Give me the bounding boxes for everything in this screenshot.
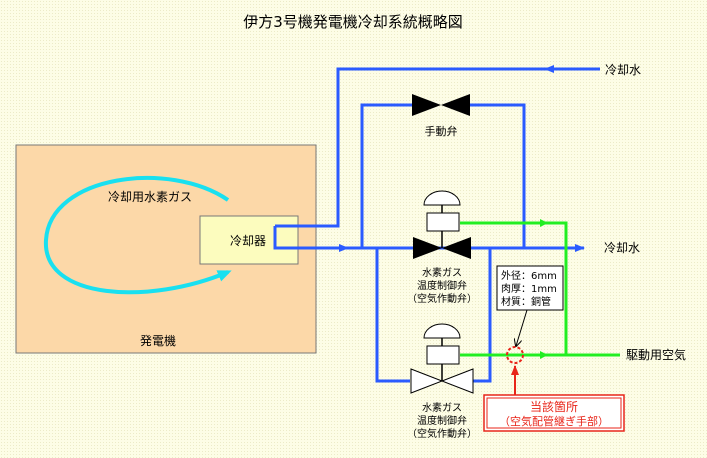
upper-valve-label-2: 温度制御弁	[417, 279, 467, 292]
lower-valve-body-right	[440, 368, 474, 394]
pipe-spec-material: 材質：銅管	[501, 295, 551, 308]
lower-control-valve	[410, 323, 474, 394]
generator-label: 発電機	[140, 333, 176, 348]
location-marker-circle	[506, 346, 524, 364]
lower-valve-label-1: 水素ガス	[422, 401, 462, 414]
lower-loop-right-pipe	[470, 248, 492, 383]
cooler-outlet-pipe	[273, 226, 348, 250]
upper-valve-label-3: （空気作動弁）	[407, 292, 477, 305]
upper-valve-body-left	[413, 237, 442, 259]
location-box-inner	[486, 397, 622, 429]
hydrogen-flow-arrow	[43, 175, 232, 295]
cooling-water-inlet-pipe	[275, 67, 600, 228]
manual-valve	[412, 94, 470, 116]
air-piping	[460, 221, 620, 357]
pipe-spec-pointer	[516, 309, 528, 346]
manual-valve-body-left	[412, 94, 441, 116]
location-title: 当該箇所	[530, 399, 578, 414]
upper-valve-label-1: 水素ガス	[422, 266, 462, 279]
location-box-outer	[483, 394, 625, 432]
water-piping	[273, 67, 600, 383]
lower-valve-actuator-dome	[423, 323, 461, 339]
manual-valve-label: 手動弁	[425, 124, 458, 138]
cooling-water-in-label: 冷却水	[605, 63, 641, 77]
lower-valve-positioner	[426, 345, 460, 365]
air-arrow-lower	[540, 351, 548, 359]
upper-valve-positioner	[426, 212, 460, 232]
bypass-right-pipe	[470, 103, 526, 248]
air-supply-loop	[460, 221, 568, 357]
lower-valve-body-left	[410, 368, 444, 394]
lower-loop-left-pipe	[375, 248, 410, 383]
bypass-left-pipe	[360, 103, 412, 248]
cooler-box	[199, 215, 299, 265]
cooler-label: 冷却器	[230, 234, 266, 248]
drive-air-label: 駆動用空気	[626, 347, 686, 362]
upper-valve-body-right	[442, 237, 471, 259]
manual-valve-body-right	[441, 94, 470, 116]
air-arrow-upper	[540, 219, 548, 227]
location-detail: （空気配管継ぎ手部）	[499, 414, 609, 428]
pipe-spec-diameter: 外径：6mm	[501, 269, 557, 282]
lower-valve-label-2: 温度制御弁	[417, 414, 467, 427]
hydrogen-gas-label: 冷却用水素ガス	[108, 190, 192, 204]
pipe-spec-thickness: 肉厚：1mm	[501, 282, 557, 295]
cooling-water-out-label: 冷却水	[604, 241, 640, 255]
pipe-spec-box	[496, 265, 564, 311]
upper-valve-actuator-dome	[423, 190, 461, 206]
lower-valve-label-3: （空気作動弁）	[407, 427, 477, 440]
diagram-title: 伊方3号機発電機冷却系統概略図	[243, 13, 463, 31]
upper-control-valve	[413, 190, 471, 259]
